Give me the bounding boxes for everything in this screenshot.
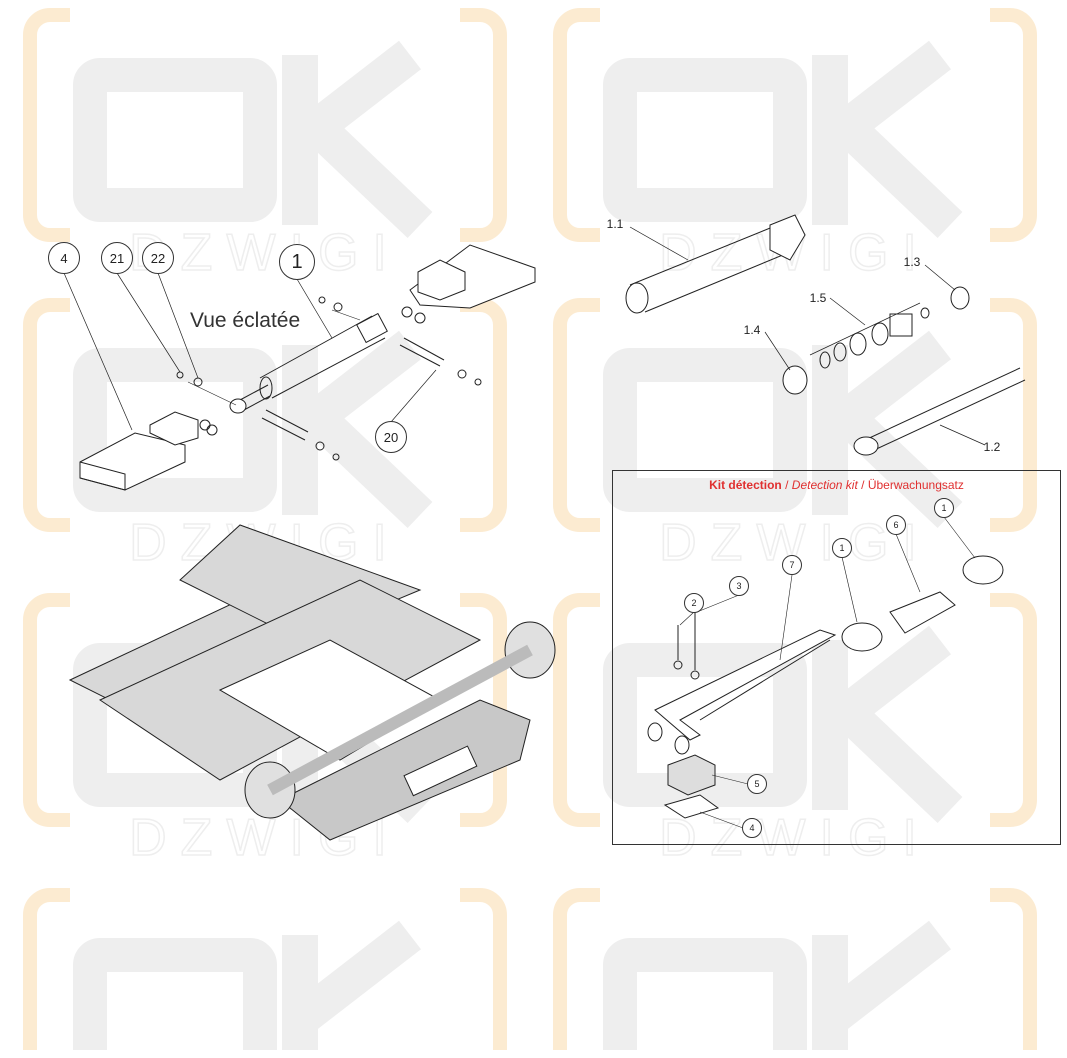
kit-callout-3: 3 xyxy=(729,576,749,596)
cylinder-drawing xyxy=(176,296,482,461)
kit-callout-7: 7 xyxy=(782,555,802,575)
kit-callout-1a: 1 xyxy=(832,538,852,558)
detection-kit-drawing xyxy=(647,516,1004,829)
kit-callout-2: 2 xyxy=(684,593,704,613)
callout-1: 1 xyxy=(279,244,315,280)
label-1-2: 1.2 xyxy=(983,440,1001,454)
label-1-3: 1.3 xyxy=(903,255,921,269)
pad-left-drawing xyxy=(79,411,218,491)
watermark-tile xyxy=(553,888,1037,1050)
watermark-tile: DZWIGI xyxy=(553,298,1037,573)
watermark-tile xyxy=(23,888,507,1050)
callout-4: 4 xyxy=(48,242,80,274)
kit-title: Kit détection / Detection kit / Überwach… xyxy=(613,478,1060,492)
pad-right-drawing xyxy=(401,244,536,324)
watermark-tile: DZWIGI xyxy=(553,593,1037,868)
svg-text:DZWIGI: DZWIGI xyxy=(659,809,931,867)
watermark-tile: DZWIGI xyxy=(553,8,1037,283)
callout-22: 22 xyxy=(142,242,174,274)
cylinder-parts-drawing xyxy=(625,214,1026,456)
callout-21: 21 xyxy=(101,242,133,274)
watermark-tile: DZWIGI xyxy=(23,8,507,283)
kit-callout-5: 5 xyxy=(747,774,767,794)
kit-callout-6: 6 xyxy=(886,515,906,535)
kit-title-en: Detection kit xyxy=(791,478,858,492)
label-1-4: 1.4 xyxy=(743,323,761,337)
callout-20: 20 xyxy=(375,421,407,453)
detection-kit-panel: Kit détection / Detection kit / Überwach… xyxy=(612,470,1061,845)
label-1-5: 1.5 xyxy=(809,291,827,305)
kit-title-de: Überwachungsatz xyxy=(867,478,964,492)
label-1-1: 1.1 xyxy=(606,217,624,231)
kit-callout-4: 4 xyxy=(742,818,762,838)
leader-lines-left xyxy=(63,272,437,431)
kit-title-fr: Kit détection xyxy=(709,478,782,492)
frame-assembly-drawing xyxy=(68,524,556,841)
kit-title-sep: / xyxy=(857,478,868,492)
kit-callout-1b: 1 xyxy=(934,498,954,518)
exploded-view-title: Vue éclatée xyxy=(190,309,301,332)
kit-title-sep: / xyxy=(781,478,792,492)
